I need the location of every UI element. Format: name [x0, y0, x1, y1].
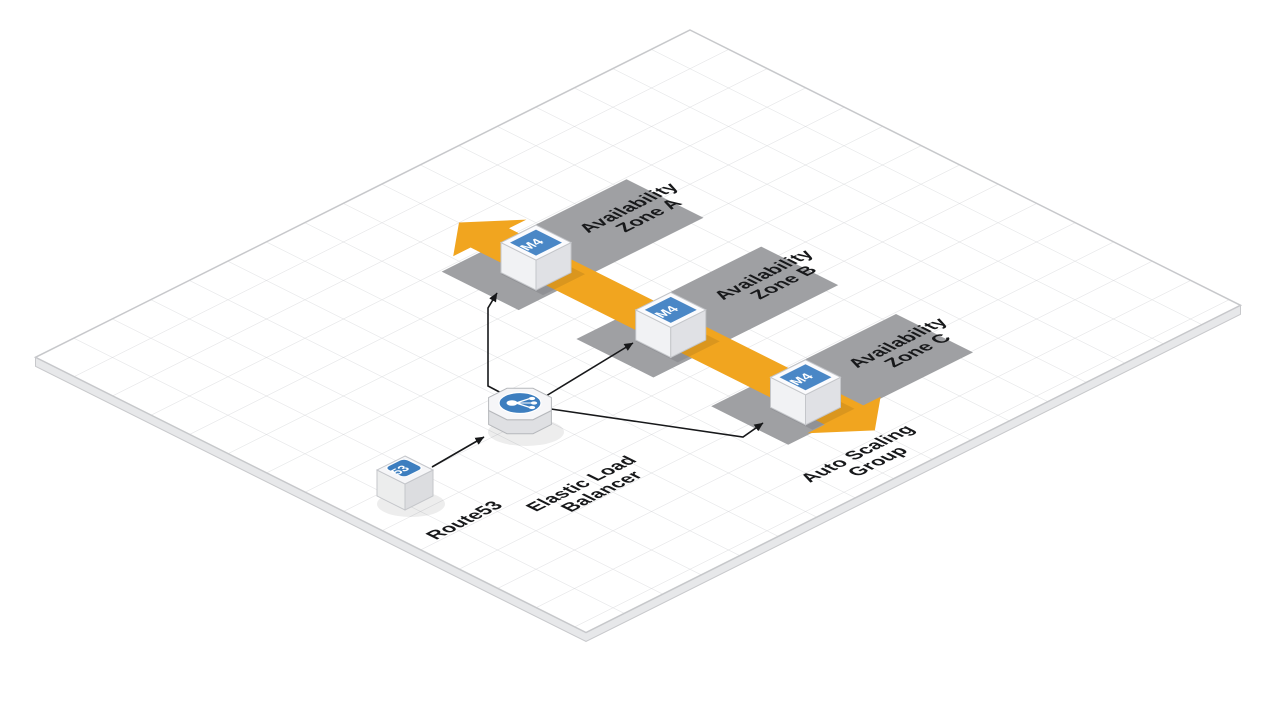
- route53-badge-shape: [385, 458, 423, 478]
- elb-glyph-hub: [506, 400, 518, 406]
- instance-3-blue-panel: [779, 364, 832, 391]
- connector-route53-to-elb: [431, 436, 485, 468]
- elb-glyph-node-1: [528, 396, 536, 401]
- availability-zone-c-band[interactable]: [711, 314, 973, 445]
- route53-icon[interactable]: 53: [375, 455, 445, 517]
- elastic-load-balancer-icon[interactable]: [488, 387, 564, 446]
- connector-elb-to-instance-3: [550, 408, 764, 438]
- connector-elb-to-instance-1: [487, 292, 510, 398]
- route53-badge: 53: [385, 458, 423, 478]
- instance-1-blue-panel: [510, 229, 562, 256]
- connector-elb-to-instance-2: [545, 342, 634, 397]
- connectors: [431, 292, 764, 468]
- elb-glyph-node-2: [530, 401, 538, 405]
- availability-zones: [441, 179, 973, 445]
- instance-2-blue-panel: [644, 296, 697, 323]
- elb-glyph-links: [515, 398, 532, 408]
- availability-zone-a-band[interactable]: [441, 179, 704, 311]
- ec2-instance-m4-3[interactable]: M4: [769, 359, 855, 430]
- ec2-instance-m4-2[interactable]: M4: [634, 291, 720, 363]
- availability-zone-b-band[interactable]: [576, 246, 839, 378]
- elb-network-glyph: [506, 396, 538, 410]
- elb-glyph-node-3: [528, 405, 536, 410]
- ec2-instance-m4-1[interactable]: M4: [499, 224, 585, 296]
